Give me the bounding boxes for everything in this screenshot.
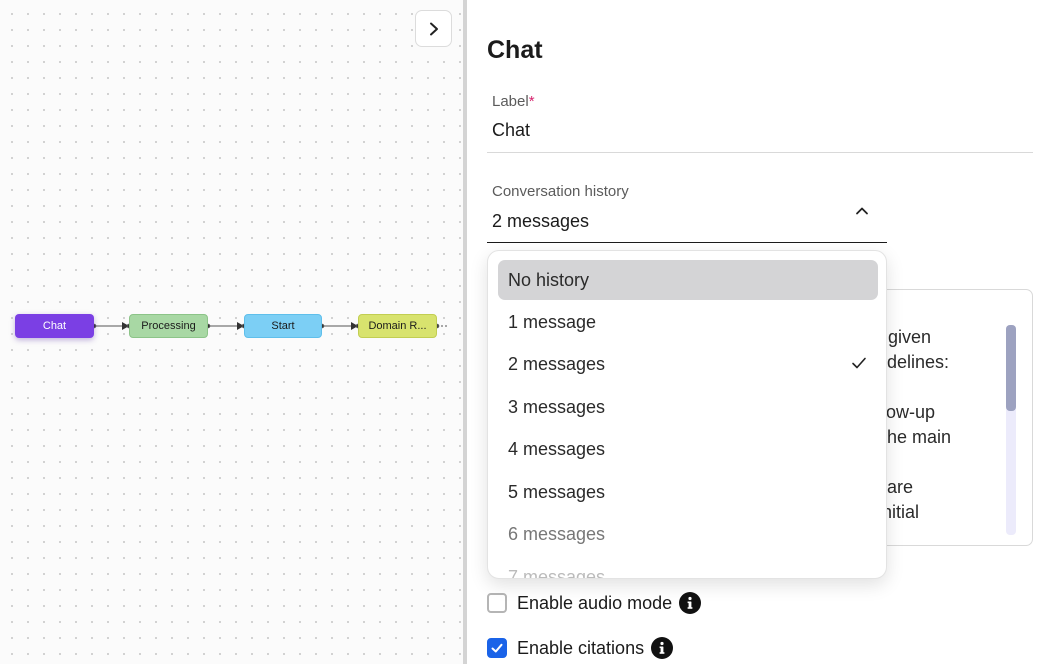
label-field[interactable]: Label* Chat <box>487 90 1033 153</box>
workflow-canvas[interactable]: Chat Processing Start Domain R... <box>0 0 463 664</box>
info-icon[interactable] <box>651 637 674 659</box>
node-chat[interactable]: Chat <box>15 314 94 338</box>
node-domain-r[interactable]: Domain R... <box>358 314 437 338</box>
menu-item-5-messages[interactable]: 5 messages <box>508 481 606 502</box>
menu-item-1-message[interactable]: 1 message <box>508 311 597 332</box>
conversation-history-label: Conversation history <box>492 183 629 200</box>
enable-audio-mode-checkbox[interactable] <box>487 593 507 613</box>
conversation-history-value[interactable]: 2 messages <box>492 211 590 231</box>
menu-item-no-history[interactable]: No history <box>498 260 878 300</box>
menu-item-4-messages[interactable]: 4 messages <box>508 438 606 459</box>
enable-audio-mode-option: Enable audio mode <box>487 592 702 614</box>
checkmark-icon <box>852 357 866 369</box>
label-field-label: Label* <box>492 93 535 110</box>
panel-title: Chat <box>487 36 543 64</box>
checkmark-icon <box>491 643 503 653</box>
chevron-up-icon[interactable] <box>855 204 869 218</box>
label-field-value[interactable]: Chat <box>492 120 531 140</box>
conversation-history-menu: No history 1 message 2 messages 3 messag… <box>487 250 887 579</box>
enable-citations-checkbox[interactable] <box>487 638 507 658</box>
node-processing[interactable]: Processing <box>129 314 208 338</box>
info-icon[interactable] <box>679 592 702 614</box>
required-mark: * <box>528 93 535 110</box>
conversation-history-select[interactable]: Conversation history 2 messages <box>487 180 887 243</box>
prompt-scrollbar-thumb[interactable] <box>1006 325 1016 411</box>
node-start[interactable]: Start <box>244 314 322 338</box>
enable-citations-option: Enable citations <box>487 637 674 659</box>
expand-panel-button[interactable] <box>415 10 452 47</box>
enable-audio-mode-label[interactable]: Enable audio mode <box>517 592 673 613</box>
menu-item-3-messages[interactable]: 3 messages <box>508 396 606 417</box>
menu-item-6-messages[interactable]: 6 messages <box>508 523 606 544</box>
menu-item-2-messages[interactable]: 2 messages <box>498 344 878 384</box>
chevron-right-icon <box>429 22 438 35</box>
enable-citations-label[interactable]: Enable citations <box>517 637 645 658</box>
menu-item-7-messages[interactable]: 7 messages <box>508 566 606 579</box>
prompt-scrollbar-track[interactable] <box>1006 325 1016 535</box>
panel-divider[interactable] <box>463 0 467 664</box>
